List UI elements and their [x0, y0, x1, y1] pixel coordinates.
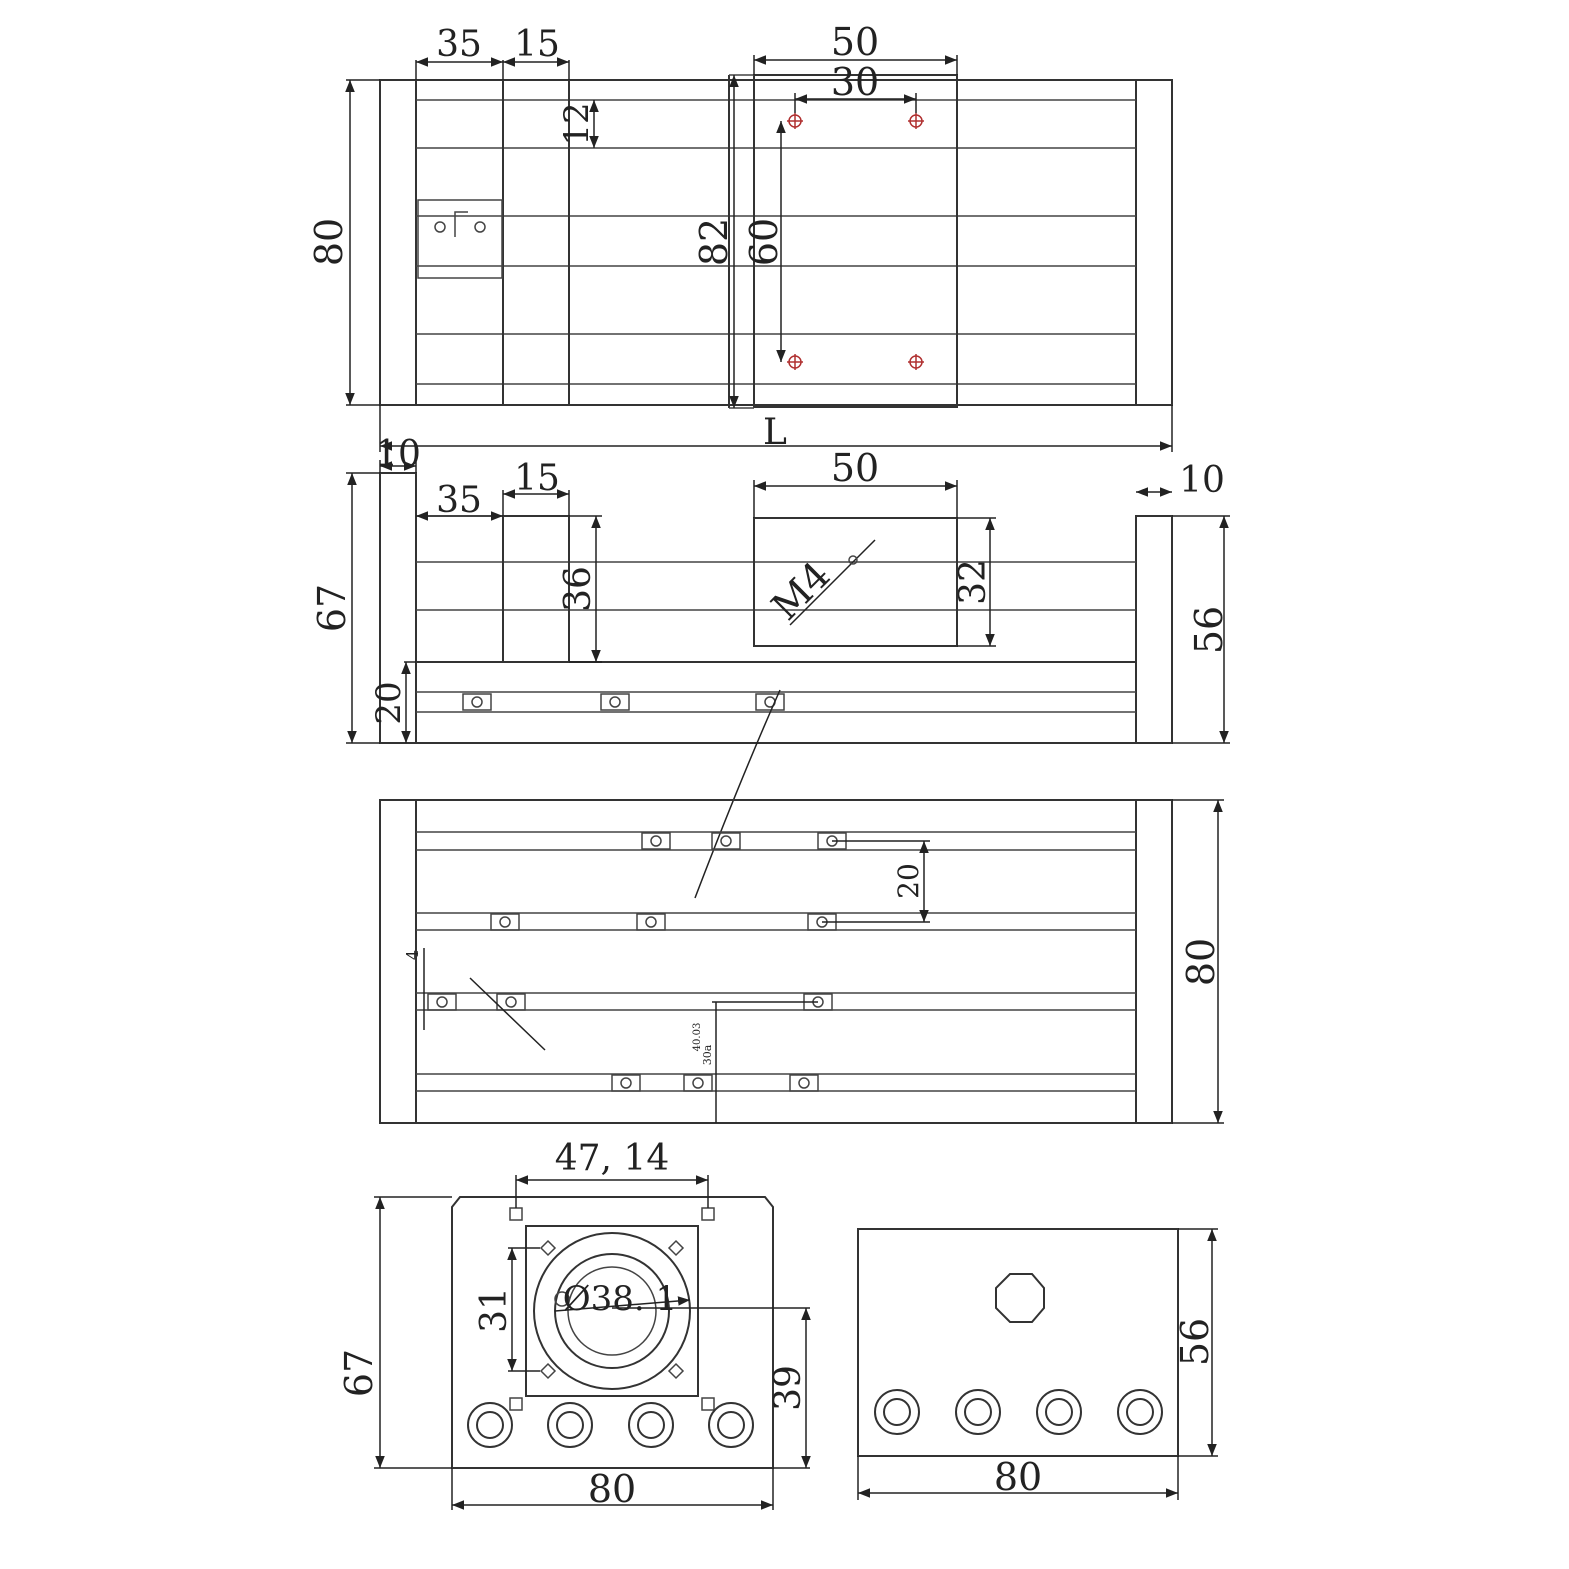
carriage-front — [753, 517, 958, 647]
dim-56-end: 56 — [1173, 1318, 1217, 1366]
dim-47-14: 47, 14 — [555, 1138, 670, 1179]
dim-80-top: 80 — [307, 218, 351, 266]
motor-block-top — [502, 79, 570, 406]
dim-32-front: 32 — [953, 559, 994, 605]
dim-bore: Ø38. 1 — [563, 1279, 677, 1319]
dim-10-left: 10 — [375, 434, 421, 475]
front-view: M4 10 35 15 50 10 67 36 32 56 — [310, 434, 1231, 899]
dim-56-front: 56 — [1187, 606, 1231, 654]
thread-label: M4 — [763, 553, 839, 629]
dim-15-top: 15 — [514, 24, 560, 65]
bottom-view: 20 4 40.03 30a 80 — [379, 799, 1224, 1124]
top-view: 35 15 50 30 80 12 82 60 L — [307, 20, 1173, 453]
dim-35-top: 35 — [436, 24, 482, 65]
motor-flange — [525, 1225, 699, 1397]
bolt-row-plain — [874, 1389, 1163, 1435]
dim-50-front: 50 — [831, 446, 879, 490]
dim-67-end: 67 — [337, 1349, 381, 1397]
dim-80-bottom: 80 — [1179, 938, 1223, 986]
bolt-row-motor — [467, 1402, 754, 1448]
base-bolts-front — [462, 693, 785, 711]
limit-switch — [417, 199, 503, 279]
dim-tiny-bottom-2: 30a — [701, 1044, 714, 1065]
dim-20-front: 20 — [369, 681, 409, 724]
dim-39: 39 — [768, 1365, 809, 1411]
dim-35-front: 35 — [436, 480, 482, 521]
dim-10-right: 10 — [1179, 460, 1225, 501]
dim-4-bottom: 4 — [403, 950, 422, 960]
dim-50-top: 50 — [831, 20, 879, 64]
dim-67-front: 67 — [310, 584, 354, 632]
dim-30-top: 30 — [831, 60, 879, 104]
end-view-plain: 56 80 — [857, 1228, 1218, 1500]
dim-31: 31 — [474, 1287, 515, 1333]
dim-82-top: 82 — [692, 218, 736, 266]
mount-hole-marks — [787, 113, 924, 370]
dim-60-top: 60 — [742, 218, 786, 266]
motor-block-front — [502, 515, 570, 663]
dim-80-end-plain: 80 — [994, 1455, 1042, 1499]
dim-L-top: L — [763, 412, 787, 453]
dim-15-front: 15 — [514, 458, 560, 499]
carriage-top — [753, 74, 958, 408]
dim-12-top: 12 — [557, 102, 597, 145]
base-bolts-bottom — [427, 832, 847, 1092]
dim-80-end-motor: 80 — [588, 1467, 636, 1511]
dim-20-bottom: 20 — [892, 863, 925, 899]
dim-tiny-bottom: 40.03 — [692, 1023, 703, 1052]
shaft-bore — [995, 1273, 1045, 1323]
end-view-motor: 47, 14 Ø38. 1 31 67 39 80 — [337, 1138, 811, 1511]
dim-36-front: 36 — [558, 566, 599, 612]
